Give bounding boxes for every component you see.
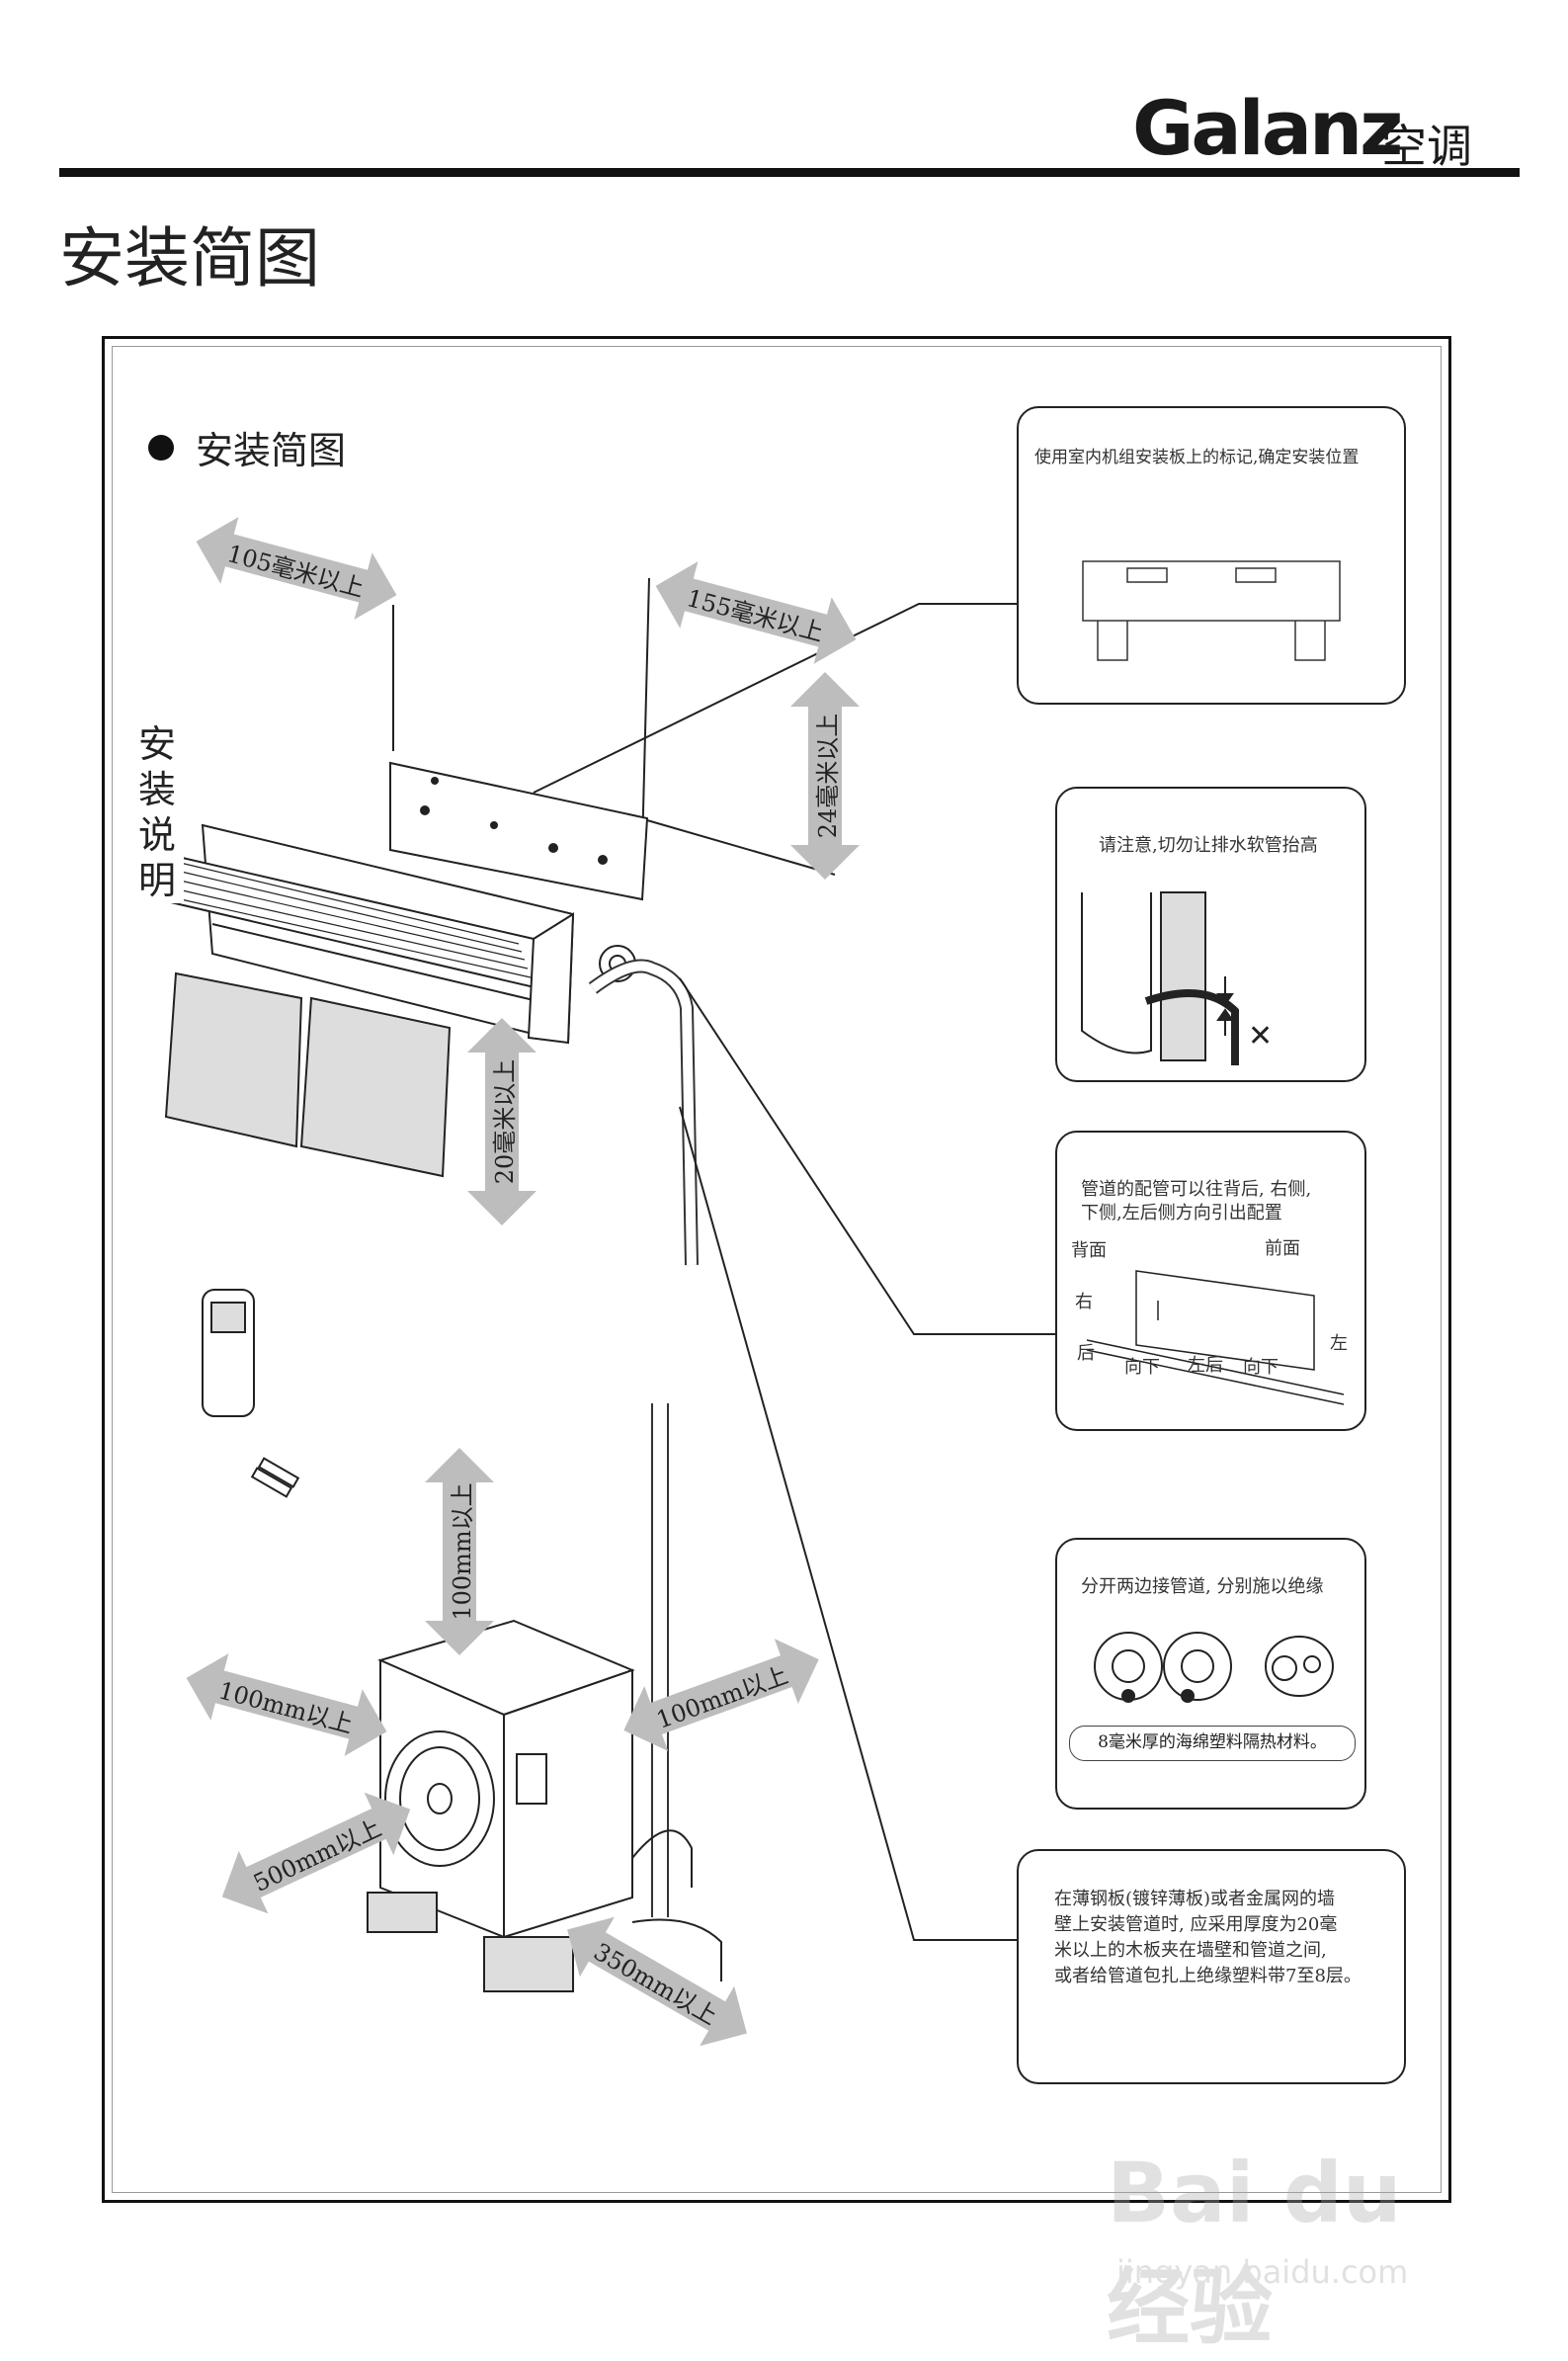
leader-line (679, 1106, 1017, 1941)
dimension-left-clearance: 105毫米以上 (188, 508, 406, 629)
callout-text: 使用室内机组安装板上的标记,确定安装位置 (1034, 448, 1360, 467)
callout-drain-hose: 请注意,切勿让排水软管抬高 ✕ (1055, 787, 1366, 1082)
fan-icon (384, 1730, 495, 1867)
dimension-outdoor-top: 100mm以上 (425, 1448, 494, 1655)
batteries (250, 1457, 300, 1498)
diagram-frame (102, 336, 1451, 2203)
label-left: 左 (1330, 1333, 1348, 1354)
callout-insulation: 分开两边接管道, 分别施以绝缘 8毫米厚的海绵塑料隔热材料。 (1055, 1538, 1366, 1810)
dimension-outdoor-left: 100mm以上 (178, 1644, 396, 1765)
callout-text: 分开两边接管道, 分别施以绝缘 (1081, 1576, 1324, 1597)
air-filters (164, 971, 452, 1178)
dimension-top-clearance: 24毫米以上 (790, 672, 860, 880)
section-heading: 安装简图 (148, 420, 346, 474)
watermark-brand: Bai du 经验 (1107, 2145, 1402, 2356)
brand-logo: Galanz (1132, 84, 1403, 172)
guide-line (646, 819, 836, 876)
label-front: 前面 (1265, 1238, 1300, 1259)
diagram-frame-inner (112, 346, 1442, 2193)
mounting-plate (389, 761, 649, 901)
label-rear: 后 (1077, 1343, 1095, 1364)
callout-piping-directions: 管道的配管可以往背后, 右侧,下侧,左后侧方向引出配置 背面 前面 右 后 向下… (1055, 1131, 1366, 1431)
bullet-icon (148, 434, 174, 461)
callout-mounting-plate: 使用室内机组安装板上的标记,确定安装位置 (1017, 406, 1406, 705)
callout-metal-wall: 在薄钢板(镀锌薄板)或者金属网的墙壁上安装管道时, 应采用厚度为20毫米以上的木… (1017, 1849, 1406, 2084)
callout-text: 在薄钢板(镀锌薄板)或者金属网的墙壁上安装管道时, 应采用厚度为20毫米以上的木… (1054, 1889, 1362, 1986)
dimension-outdoor-front: 500mm以上 (207, 1778, 425, 1928)
label-right: 右 (1075, 1292, 1093, 1312)
dimension-outdoor-back: 350mm以上 (550, 1899, 765, 2064)
dimension-right-clearance: 155毫米以上 (647, 552, 866, 673)
piping-directions-icon (1086, 1270, 1345, 1405)
callout-text: 管道的配管可以往背后, 右侧,下侧,左后侧方向引出配置 (1081, 1179, 1312, 1223)
indoor-piping (588, 945, 699, 1266)
label-back: 背面 (1071, 1240, 1107, 1261)
mounting-plate-icon (1082, 560, 1341, 661)
drain-hose-icon: ✕ (1081, 891, 1273, 1065)
section-heading-text: 安装简图 (196, 429, 347, 472)
svg-text:✕: ✕ (1248, 1019, 1273, 1054)
leader-line (679, 977, 1055, 1335)
watermark-url: jingyan.baidu.com (1116, 2253, 1409, 2291)
callout-text: 请注意,切勿让排水软管抬高 (1099, 835, 1318, 856)
insulated-pipes-icon (1094, 1632, 1334, 1703)
insulation-material-label: 8毫米厚的海绵塑料隔热材料。 (1069, 1726, 1356, 1761)
guide-line (641, 577, 650, 851)
outdoor-unit (377, 1619, 635, 1939)
leader-line (533, 603, 1017, 794)
page-title: 安装简图 (59, 220, 320, 296)
side-label: 安装说明 (138, 721, 184, 903)
brand-subtitle: 空调 (1381, 120, 1472, 173)
mounting-blocks (367, 1892, 574, 1992)
label-down: 向下 (1124, 1357, 1160, 1378)
indoor-unit (143, 823, 575, 1045)
label-down: 向下 (1243, 1357, 1279, 1378)
watermark: Bai du 经验 jingyan.baidu.com (1107, 2105, 1472, 2356)
header-rule (59, 168, 1520, 177)
dimension-bottom-clearance: 20毫米以上 (467, 1018, 536, 1225)
dimension-outdoor-right: 100mm以上 (612, 1627, 830, 1763)
label-left-rear: 左后 (1188, 1355, 1223, 1376)
